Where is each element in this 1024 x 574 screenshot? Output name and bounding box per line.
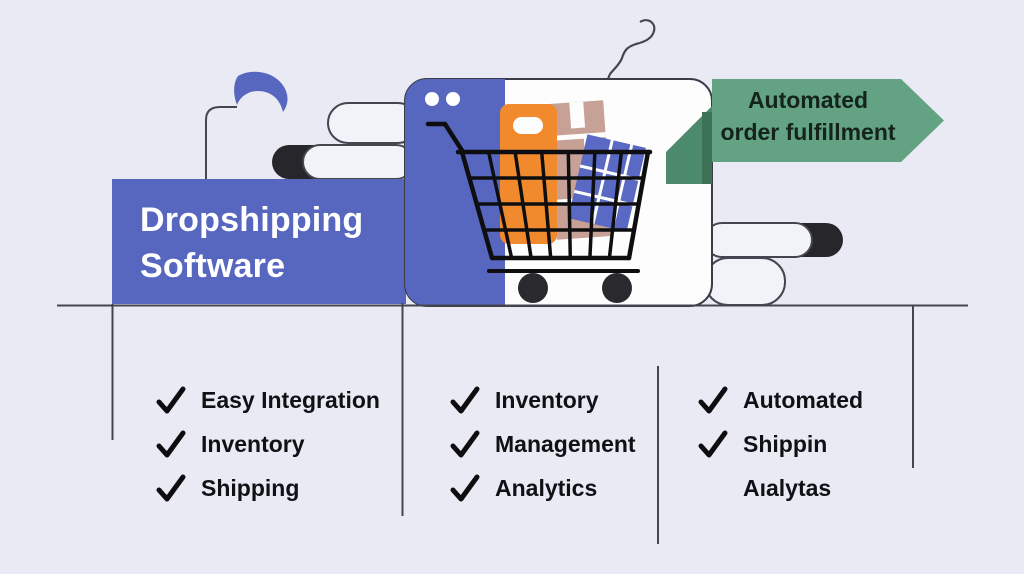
title-line-1: Dropshipping (140, 201, 364, 239)
title-line-2: Software (140, 247, 286, 285)
feature-column-2: Inventory Management Analytics (450, 386, 636, 518)
title-box (112, 179, 406, 304)
squiggle-line (606, 19, 656, 80)
checkmark-icon (156, 430, 186, 458)
feature-label: Inventory (201, 430, 305, 457)
feature-label: Analytics (495, 474, 598, 501)
window-dot (425, 92, 439, 106)
feature-label: Aıalytas (743, 474, 832, 501)
checkmark-icon (450, 430, 480, 458)
checkmark-icon (698, 430, 728, 458)
green-arrow-banner (666, 79, 944, 184)
right-pill-decor (704, 222, 843, 306)
checkmark-icon (156, 474, 186, 502)
feature-item: Analytics (450, 474, 636, 502)
shopping-cart-icon (425, 121, 653, 303)
feature-item: Management (450, 430, 636, 458)
ribbon-fold (666, 106, 712, 184)
feature-label: Shipping (201, 474, 300, 501)
feature-column-3: Automated Shippin Aıalytas (698, 386, 863, 518)
banner-line-1: Automated (747, 87, 869, 113)
feature-label: Automated (743, 386, 864, 413)
feature-label: Shippin (743, 430, 828, 457)
banner-line-2: order fulfillment (720, 119, 896, 145)
feature-label: Easy Integration (201, 386, 380, 413)
feature-label: Inventory (495, 386, 599, 413)
feature-item: Automated (698, 386, 863, 414)
checkmark-icon (156, 386, 186, 414)
divider-lines (57, 303, 968, 544)
page-title: Dropshipping Software (140, 197, 400, 289)
feature-column-1: Easy Integration Inventory Shipping (156, 386, 380, 518)
checkmark-icon (698, 386, 728, 414)
window-dot (446, 92, 460, 106)
cart-wheel (602, 273, 632, 303)
blue-crescent-shape (234, 71, 288, 112)
feature-item: Inventory (156, 430, 380, 458)
cart-wheel (518, 273, 548, 303)
left-pill-decor (272, 102, 419, 180)
feature-item: Shipping (156, 474, 380, 502)
feature-item: Shippin (698, 430, 863, 458)
checkmark-icon (450, 386, 480, 414)
window-blue-panel (405, 79, 505, 306)
arrow-shape (712, 79, 944, 162)
left-curve-decor (205, 71, 288, 180)
feature-item: Aıalytas (698, 474, 863, 502)
checkmark-icon (450, 474, 480, 502)
feature-item: Easy Integration (156, 386, 380, 414)
feature-label: Management (495, 430, 636, 457)
orange-bag (500, 104, 557, 244)
feature-item: Inventory (450, 386, 636, 414)
banner-label: Automated order fulfillment (712, 84, 904, 148)
